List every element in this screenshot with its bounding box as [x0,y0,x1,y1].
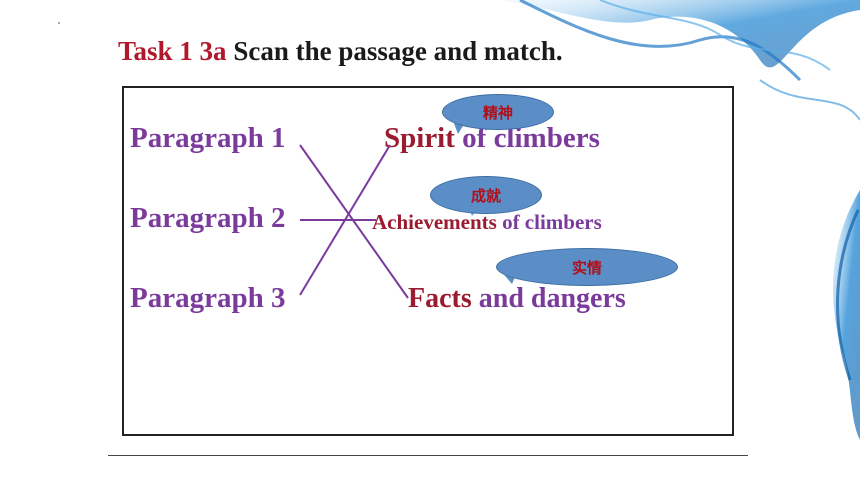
topic-facts: Facts and dangers [408,283,626,315]
matching-box [122,86,734,436]
bubble-facts: 实情 [496,248,678,286]
page-title: Task 1 3a Scan the passage and match. [118,36,563,67]
topic-facts-keyword: Facts [408,283,472,314]
paragraph-3-label: Paragraph 3 [130,282,286,314]
bubble-achievements: 成就 [430,176,542,214]
corner-dot [58,22,60,24]
topic-achievements-rest: of climbers [496,210,602,234]
topic-spirit-keyword: Spirit [384,122,455,154]
footer-divider [108,455,748,456]
bubble-spirit: 精神 [442,94,554,130]
topic-facts-rest: and dangers [471,283,626,314]
task-label: Task 1 3a [118,36,227,66]
task-instruction: Scan the passage and match. [233,36,563,66]
paragraph-2-label: Paragraph 2 [130,202,286,234]
paragraph-1-label: Paragraph 1 [130,122,286,154]
